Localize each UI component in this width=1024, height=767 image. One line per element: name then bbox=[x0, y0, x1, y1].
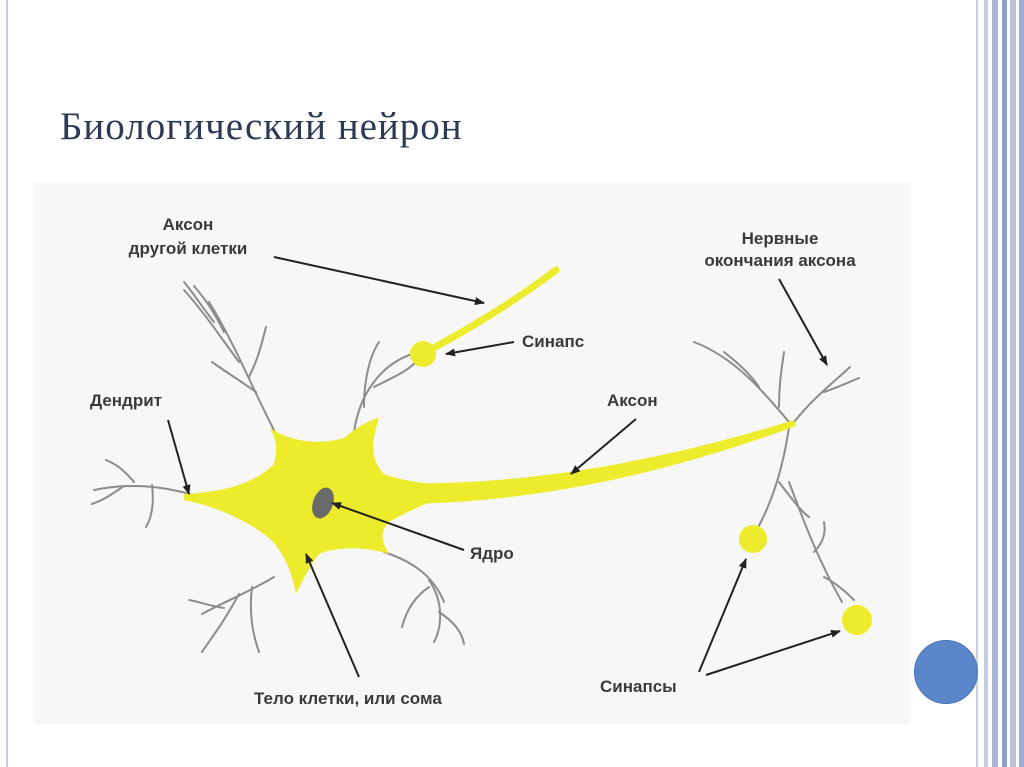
nav-circle-button[interactable] bbox=[914, 640, 978, 704]
other-cell-axon bbox=[418, 266, 560, 358]
label-nerve-endings-line2: окончания аксона bbox=[704, 251, 856, 270]
label-nerve-endings-line1: Нервные bbox=[742, 229, 819, 248]
axon bbox=[354, 420, 796, 505]
synapse-dot bbox=[842, 605, 872, 635]
label-cell-body: Тело клетки, или сома bbox=[254, 689, 442, 708]
label-dendrite: Дендрит bbox=[90, 391, 162, 410]
slide-title: Биологический нейрон bbox=[60, 105, 463, 148]
label-synapses: Синапсы bbox=[600, 677, 677, 696]
arrow-synapse bbox=[445, 341, 515, 357]
neuron-diagram: Аксон другой клетки Синапс Нервные оконч… bbox=[34, 182, 910, 724]
dendrites bbox=[91, 281, 860, 653]
label-nucleus: Ядро bbox=[470, 544, 514, 563]
arrow-synapses-2 bbox=[705, 630, 841, 676]
slide-frame bbox=[6, 0, 978, 767]
decor-stripe bbox=[992, 0, 998, 767]
arrow-synapses-1 bbox=[698, 558, 747, 673]
arrow-axon bbox=[570, 418, 637, 475]
label-synapse: Синапс bbox=[522, 332, 584, 351]
arrow-cell-body bbox=[305, 553, 360, 678]
pointer-arrows bbox=[167, 256, 841, 678]
label-axon: Аксон bbox=[607, 391, 658, 410]
decor-stripe bbox=[1010, 0, 1016, 767]
arrow-nerve-endings bbox=[778, 278, 828, 366]
decor-stripe bbox=[1019, 0, 1024, 767]
label-axon-other-cell-line1: Аксон bbox=[163, 215, 214, 234]
decor-stripe bbox=[984, 0, 988, 767]
arrow-nucleus bbox=[331, 502, 465, 551]
synapse-dot bbox=[739, 525, 767, 553]
nucleus bbox=[312, 487, 334, 519]
decor-stripe bbox=[1002, 0, 1007, 767]
label-axon-other-cell-line2: другой клетки bbox=[129, 239, 248, 258]
arrow-dendrite bbox=[167, 419, 191, 495]
arrow-axon-other-cell bbox=[273, 256, 485, 305]
synapse-dot bbox=[410, 341, 436, 367]
